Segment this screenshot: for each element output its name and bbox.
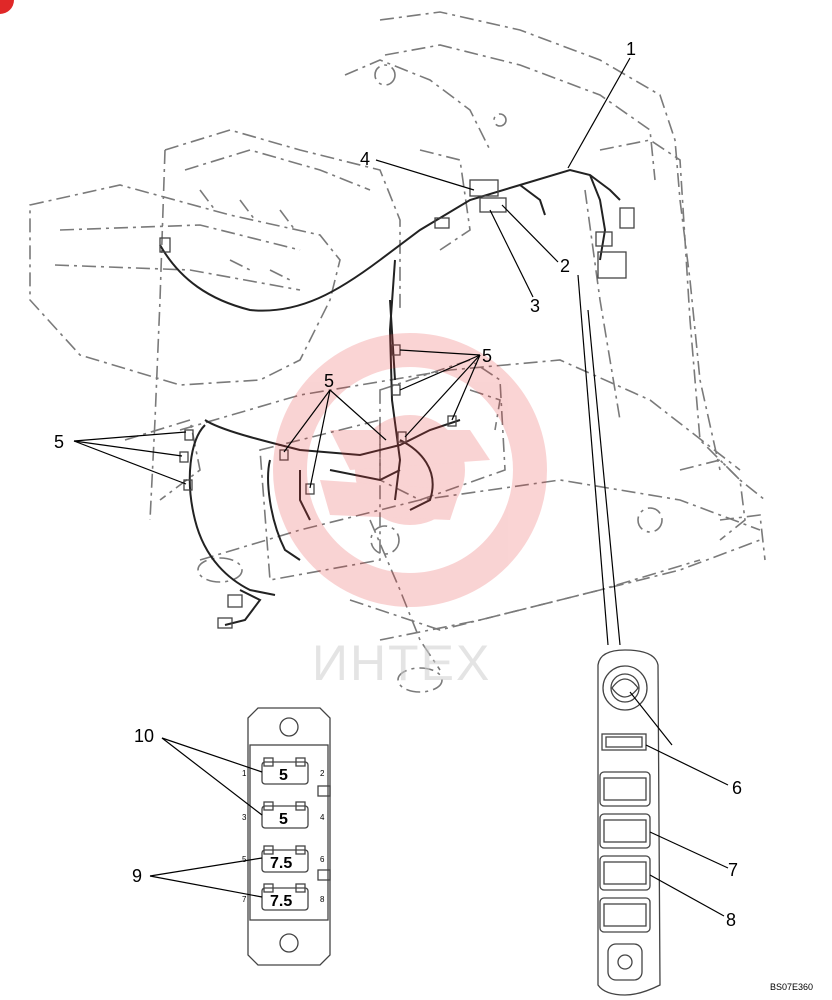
fuse-1: 5 1 2 (242, 757, 325, 785)
callout-5-right: 5 (482, 346, 492, 366)
fuse-3-value: 7.5 (270, 855, 292, 872)
fuse-2-value: 5 (279, 811, 288, 828)
harness-components (159, 179, 635, 629)
fuse-3-pin-left: 5 (242, 855, 247, 864)
callout-3: 3 (530, 296, 540, 316)
switch-panel-detail (597, 649, 729, 996)
fuse-4-value: 7.5 (270, 893, 292, 910)
callout-9: 9 (132, 866, 142, 886)
fuse-4-pin-left: 7 (242, 895, 247, 904)
fuse-4: 7.5 7 8 (242, 883, 325, 911)
callout-10: 10 (134, 726, 154, 746)
fuse-1-pin-left: 1 (242, 769, 247, 778)
watermark-logo (273, 333, 547, 607)
callout-1: 1 (626, 39, 636, 59)
main-harness (159, 168, 621, 626)
fuse-3-pin-right: 6 (320, 855, 325, 864)
fuse-1-pin-right: 2 (320, 769, 325, 778)
callout-4: 4 (360, 149, 370, 169)
callout-5-left: 5 (54, 432, 64, 452)
fuse-block-detail: 5 1 2 5 3 4 7.5 5 6 7.5 7 8 (149, 707, 331, 966)
fuse-1-value: 5 (279, 767, 288, 784)
fuse-2-pin-left: 3 (242, 813, 247, 822)
callout-leaders (73, 57, 631, 646)
callout-5-middle: 5 (324, 371, 334, 391)
drawing-code: BS07E360 (770, 982, 813, 992)
fuse-2-pin-right: 4 (320, 813, 325, 822)
fuse-4-pin-right: 8 (320, 895, 325, 904)
corner-badge (0, 0, 14, 14)
callout-7: 7 (728, 860, 738, 880)
callout-6: 6 (732, 778, 742, 798)
watermark-text: ИНТЕХ (312, 635, 491, 691)
fuse-3: 7.5 5 6 (242, 845, 325, 873)
callout-2: 2 (560, 256, 570, 276)
callout-8: 8 (726, 910, 736, 930)
fuse-2: 5 3 4 (242, 801, 325, 829)
